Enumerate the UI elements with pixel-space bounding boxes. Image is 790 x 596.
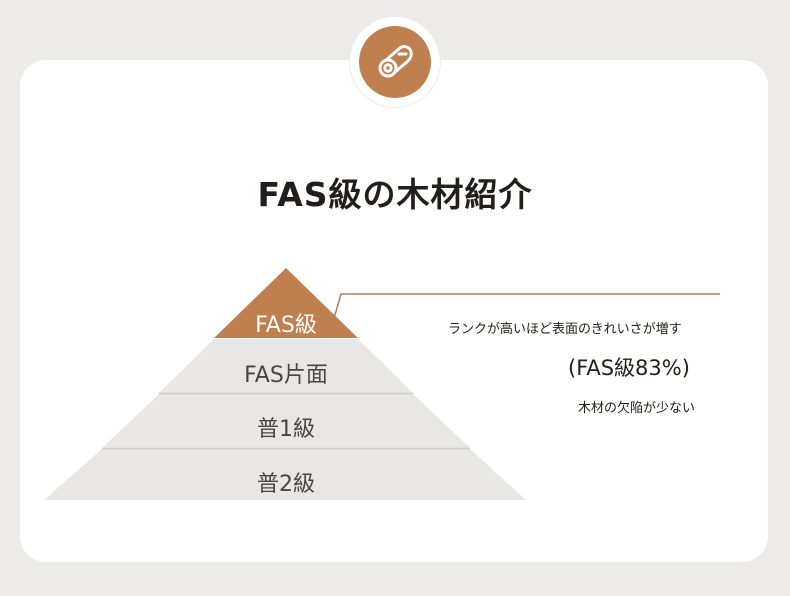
badge [359,26,431,98]
pyramid-tier-grade-2 [44,449,526,500]
pyramid-tier-grade-1 [102,394,470,448]
annotation-few-defects: 木材の欠陥が少ない [578,401,696,416]
tier-label-fas: FAS級 [255,313,317,338]
annotation-surface-quality: ランクが高いほど表面のきれいさが増す [448,322,682,337]
wood-log-icon [378,45,413,78]
leader-line [329,293,720,333]
pyramid-tier-fas-one-side [159,339,413,393]
tier-label-grade-2: 普2級 [257,472,315,497]
pyramid-tier-fas [214,268,358,338]
annotation-percentage: (FAS級83%) [568,356,690,380]
page-title: FAS級の木材紹介 [257,175,533,214]
tier-label-fas-one-side: FAS片面 [244,363,328,388]
tier-label-grade-1: 普1級 [257,417,315,442]
